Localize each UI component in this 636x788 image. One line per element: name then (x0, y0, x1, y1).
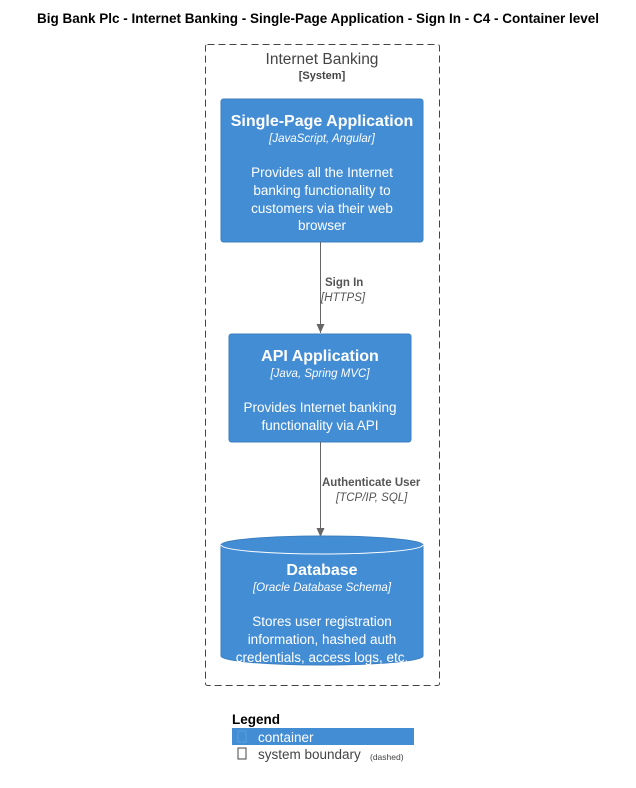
relation-sign-in-label: Sign In (325, 277, 363, 289)
spa-description-line: customers via their web (251, 201, 393, 216)
container-spa[interactable]: Single-Page Application [JavaScript, Ang… (220, 98, 424, 243)
legend-container-icon (237, 730, 247, 743)
boundary-type: [System] (299, 70, 346, 82)
spa-description-line: banking functionality to (253, 183, 390, 198)
relation-authenticate-label: Authenticate User (322, 477, 421, 489)
relation-authenticate-technology: [TCP/IP, SQL] (335, 492, 408, 504)
relation-authenticate-user: Authenticate User [TCP/IP, SQL] (316, 442, 421, 537)
database-description-line: Stores user registration (252, 614, 392, 629)
relation-sign-in: Sign In [HTTPS] (316, 242, 366, 333)
relation-sign-in-technology: [HTTPS] (320, 292, 366, 304)
database-cylinder (220, 535, 424, 666)
api-technology: [Java, Spring MVC] (269, 368, 370, 380)
container-api[interactable]: API Application [Java, Spring MVC] Provi… (228, 333, 412, 443)
database-cylinder-rim (220, 544, 424, 555)
api-description-line: Provides Internet banking (243, 400, 396, 415)
spa-description-line: Provides all the Internet (251, 165, 393, 180)
legend-title: Legend (232, 712, 280, 727)
system-boundary-frame (205, 44, 440, 686)
database-technology: [Oracle Database Schema] (252, 582, 392, 594)
boundary-name: Internet Banking (266, 51, 379, 68)
spa-description-line: browser (298, 218, 347, 233)
container-database[interactable]: Database [Oracle Database Schema] Stores… (220, 535, 424, 666)
system-boundary: Internet Banking [System] (205, 44, 440, 686)
legend-boundary-label: system boundary (258, 747, 361, 762)
database-description-line: credentials, access logs, etc. (236, 650, 409, 665)
legend-boundary-note: (dashed) (370, 752, 404, 762)
legend-container-label: container (258, 730, 314, 745)
database-description-line: information, hashed auth (248, 632, 397, 647)
diagram-title: Big Bank Plc - Internet Banking - Single… (37, 11, 599, 26)
database-name: Database (286, 562, 357, 579)
legend: Legend container system boundary (dashed… (232, 712, 414, 762)
api-name: API Application (261, 348, 379, 365)
legend-boundary-icon (237, 747, 247, 760)
spa-technology: [JavaScript, Angular] (268, 133, 375, 145)
legend-container-swatch (232, 728, 414, 745)
spa-name: Single-Page Application (231, 113, 414, 130)
api-description-line: functionality via API (261, 418, 378, 433)
spa-box (220, 98, 424, 243)
